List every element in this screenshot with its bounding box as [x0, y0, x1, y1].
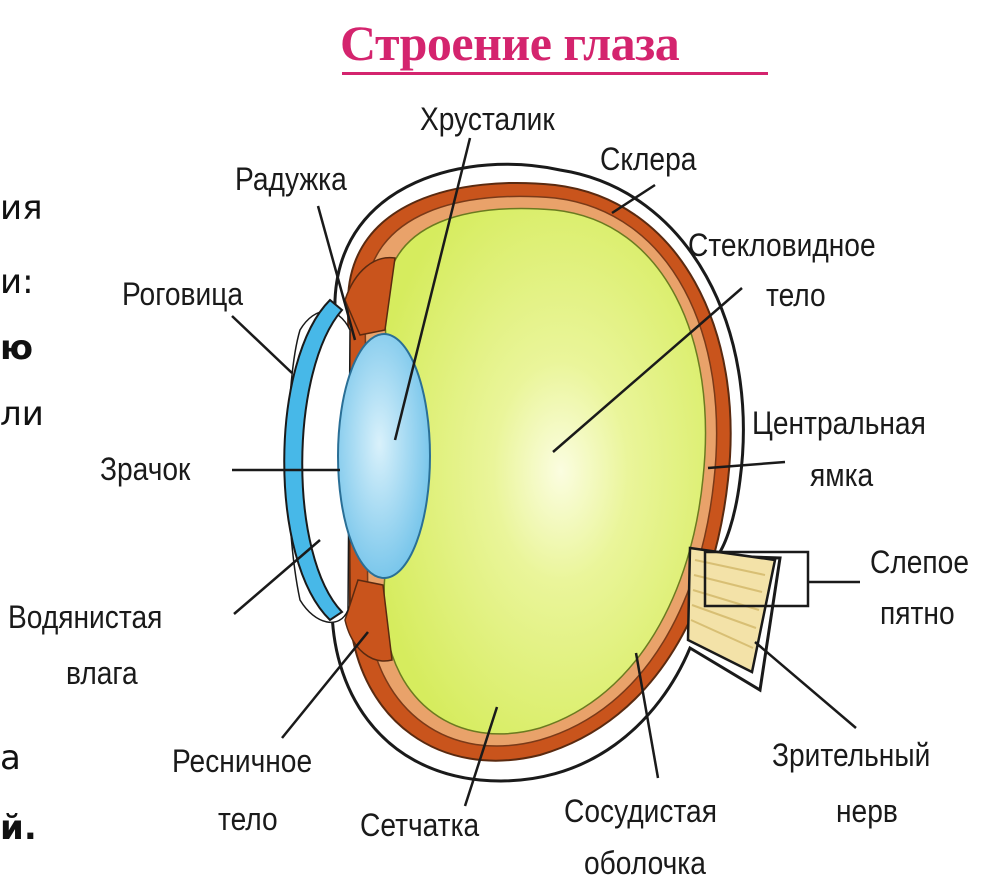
- label-pupil: Зрачок: [100, 450, 190, 488]
- label-fovea-line2: ямка: [810, 456, 873, 494]
- label-retina: Сетчатка: [360, 806, 479, 844]
- label-cornea: Роговица: [122, 275, 243, 313]
- label-aqueous-line2: влага: [66, 654, 138, 692]
- label-vitreous-line2: тело: [766, 276, 826, 314]
- label-vitreous-line1: Стекловидное: [688, 226, 876, 264]
- label-blind-spot-line2: пятно: [880, 594, 955, 632]
- label-sclera: Склера: [600, 140, 696, 178]
- label-optic-nerve-line2: нерв: [836, 792, 898, 830]
- label-ciliary-line1: Ресничное: [172, 742, 312, 780]
- label-choroid-line2: оболочка: [584, 844, 706, 882]
- label-optic-nerve-line1: Зрительный: [772, 736, 930, 774]
- label-aqueous-line1: Водянистая: [8, 598, 162, 636]
- label-choroid-line1: Сосудистая: [564, 792, 717, 830]
- label-ciliary-line2: тело: [218, 800, 278, 838]
- label-lens: Хрусталик: [420, 100, 555, 138]
- label-iris: Радужка: [235, 160, 347, 198]
- label-fovea-line1: Центральная: [752, 404, 926, 442]
- label-blind-spot-line1: Слепое: [870, 543, 969, 581]
- lens-shape: [338, 334, 430, 578]
